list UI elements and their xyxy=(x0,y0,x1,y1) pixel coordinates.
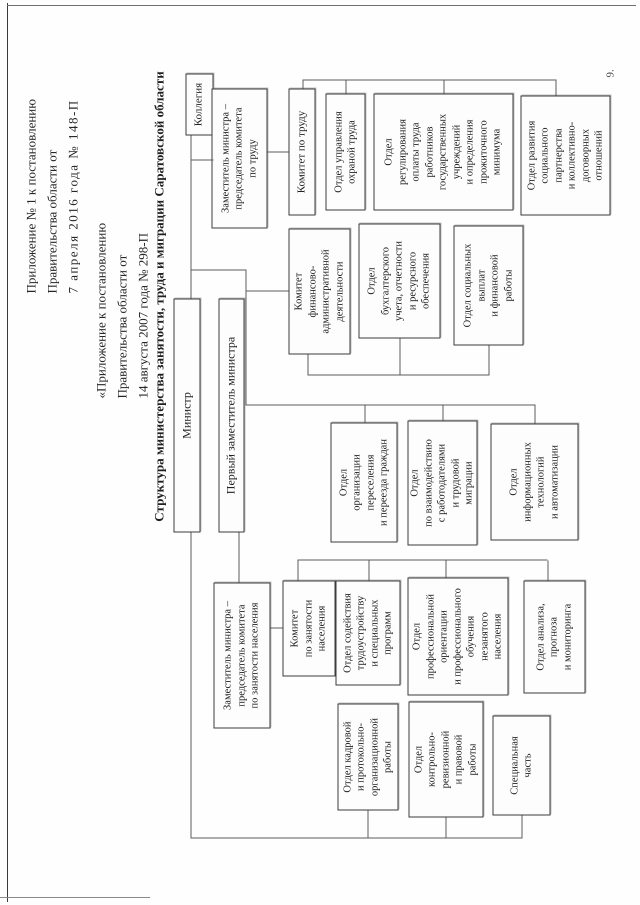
org-box-accounting-dept: Отдел бухгалтерского учета, отчетности и… xyxy=(358,223,440,338)
org-box-hr-protocol-dept: Отдел кадровой и протокольно- организаци… xyxy=(337,703,398,810)
org-box-minister: Министр xyxy=(173,298,200,532)
connector-line xyxy=(445,560,446,577)
connector-line xyxy=(367,810,368,838)
org-box-social-partnership-dept: Отдел развития социального партнерства и… xyxy=(520,95,610,215)
connector-line xyxy=(307,354,308,375)
appendix1-line1: Приложение № 1 к постановлению xyxy=(23,98,38,293)
appendix-reference-2: «Приложение к постановлению Правительств… xyxy=(90,222,153,398)
connector-line xyxy=(534,405,535,423)
org-box-deputy-employment-committee-chair: Заместитель министра – председатель коми… xyxy=(213,582,270,728)
connector-line xyxy=(297,560,298,580)
connector-line xyxy=(302,80,303,88)
connector-line xyxy=(488,345,489,375)
connector-line xyxy=(267,151,288,152)
connector-line xyxy=(238,532,239,582)
scan-edge-bottom xyxy=(0,897,150,898)
connector-line xyxy=(547,560,548,580)
appendix1-line2: Правительства области от xyxy=(44,149,59,293)
appendix2-line3: 14 августа 2007 года № 298-П xyxy=(135,232,150,398)
connector-line xyxy=(190,159,213,160)
connector-line xyxy=(190,837,522,838)
page-number: 9. xyxy=(604,68,616,77)
scan-edge-left xyxy=(7,3,8,902)
appendix2-line2: Правительства области от xyxy=(114,254,129,398)
org-box-deputy-labor-committee-chair: Заместитель министра – председатель коми… xyxy=(211,88,267,228)
org-box-job-placement-dept: Отдел содействия трудоустройству и специ… xyxy=(335,580,400,685)
org-box-labor-committee: Комитет по труду xyxy=(288,88,315,215)
connector-line xyxy=(368,560,369,580)
connector-line xyxy=(443,80,444,93)
appendix1-line3: 7 апреля 2016 года № 148-П xyxy=(65,98,80,293)
connector-line xyxy=(555,80,556,95)
connector-line xyxy=(302,79,556,80)
org-box-collegium: Коллегия xyxy=(185,73,213,135)
connector-line xyxy=(399,338,400,375)
org-box-audit-legal-dept: Отдел контрольно- ревизионной и правовой… xyxy=(408,701,483,817)
connector-line xyxy=(190,269,245,270)
org-box-resettlement-dept: Отдел организации переселения и переезда… xyxy=(330,422,397,542)
org-box-finance-admin-committee: Комитет финансово- административной деят… xyxy=(288,228,350,354)
org-box-wage-regulation-dept: Отдел регулирования оплаты труда работни… xyxy=(373,93,513,210)
org-box-social-payments-dept: Отдел социальных выплат и финансовой раб… xyxy=(453,225,523,345)
connector-line xyxy=(270,627,282,628)
org-box-first-deputy-minister: Первый заместитель министра xyxy=(218,298,244,532)
org-box-analysis-forecast-dept: Отдел анализа, прогноза и мониторинга xyxy=(523,580,585,693)
connector-line xyxy=(190,532,191,838)
connector-line xyxy=(307,374,488,375)
org-box-employer-relations-dept: Отдел по взаимодействию с работодателями… xyxy=(407,420,477,545)
connector-line xyxy=(521,815,522,838)
appendix-reference-1: Приложение № 1 к постановлению Правитель… xyxy=(20,99,83,293)
org-box-labor-safety-dept: Отдел управления охраной труда xyxy=(325,93,365,210)
connector-line xyxy=(442,405,443,420)
connector-line xyxy=(364,405,365,422)
org-box-vocational-guidance-dept: Отдел профессиональной ориентации и проф… xyxy=(407,577,508,695)
connector-line xyxy=(245,290,288,291)
chart-title: Структура министерства занятости, труда … xyxy=(151,70,166,522)
scan-edge-top xyxy=(7,5,636,6)
connector-line xyxy=(345,80,346,93)
connector-line xyxy=(297,559,547,560)
org-box-employment-committee: Комитет по занятости населения xyxy=(282,580,335,676)
connector-line xyxy=(445,817,446,838)
connector-line xyxy=(245,269,246,405)
appendix2-line1: «Приложение к постановлению xyxy=(93,222,108,398)
connector-line xyxy=(245,404,535,405)
org-box-special-unit: Специальная часть xyxy=(492,715,550,815)
org-box-it-automation-dept: Отдел информационных технологий и автома… xyxy=(490,423,578,540)
